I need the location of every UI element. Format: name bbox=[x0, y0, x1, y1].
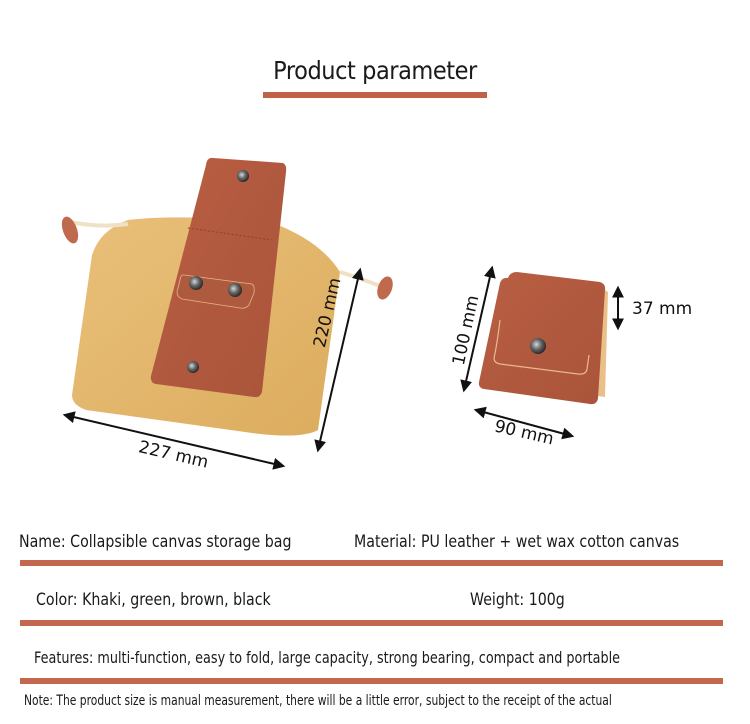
spec-note: Note: The product size is manual measure… bbox=[24, 693, 612, 709]
height-arrow bbox=[314, 267, 364, 453]
spec-features: Features: multi-function, easy to fold, … bbox=[34, 648, 621, 667]
spec-color: Color: Khaki, green, brown, black bbox=[36, 590, 271, 609]
divider-3 bbox=[20, 678, 723, 684]
product-illustration bbox=[61, 157, 624, 470]
dim-thickness-37: 37 mm bbox=[632, 299, 693, 319]
spec-name: Name: Collapsible canvas storage bag bbox=[19, 532, 292, 551]
spec-weight: Weight: 100g bbox=[470, 590, 565, 609]
width-arrow bbox=[62, 411, 286, 470]
page-title: Product parameter bbox=[273, 56, 477, 85]
title-underline bbox=[263, 92, 487, 98]
product-image-area: 227 mm 220 mm 100 mm 90 mm 37 mm bbox=[0, 100, 750, 520]
divider-2 bbox=[20, 620, 723, 626]
folded-bag-image bbox=[478, 272, 608, 405]
folded-height-arrow bbox=[460, 265, 496, 393]
open-bag-image bbox=[61, 157, 393, 436]
divider-1 bbox=[20, 560, 723, 566]
folded-width-arrow bbox=[473, 406, 575, 440]
spec-material: Material: PU leather + wet wax cotton ca… bbox=[354, 532, 680, 551]
